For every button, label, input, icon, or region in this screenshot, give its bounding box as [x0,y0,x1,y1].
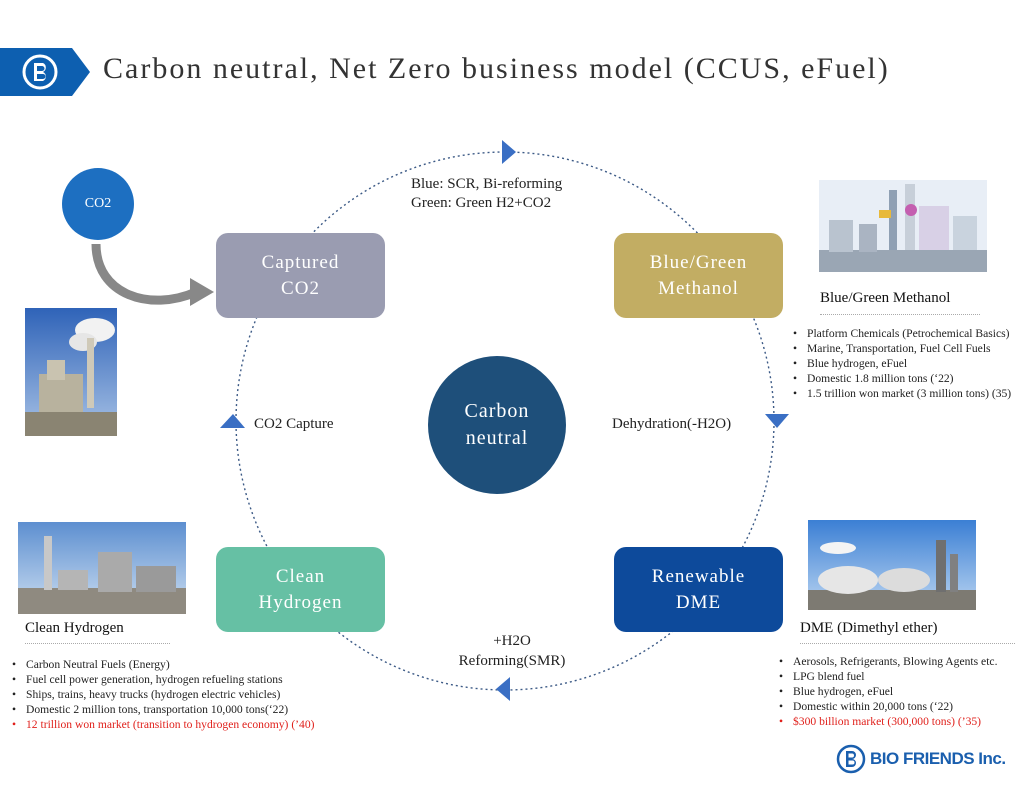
methanol-plant-photo [819,180,987,272]
top-process-label: Blue: SCR, Bi-reforming Green: Green H2+… [411,175,562,213]
bottom-process-line2: Reforming(SMR) [458,653,566,669]
methanol-box-line1: Blue/Green [649,251,748,273]
hydrogen-box-line1: Clean [275,565,326,587]
list-item: Platform Chemicals (Petrochemical Basics… [793,326,1021,341]
list-item: 1.5 trillion won market (3 million tons)… [793,386,1021,401]
captured-box-line1: Captured [261,251,340,273]
factory-photo [25,308,117,436]
list-item-highlight: $300 billion market (300,000 tons) (’35) [779,714,1019,729]
arrow-top [502,140,516,164]
methanol-panel-list: Platform Chemicals (Petrochemical Basics… [793,326,1021,401]
company-logo-tab [0,48,90,96]
capture-curve-arrow [91,243,198,305]
list-item: Marine, Transportation, Fuel Cell Fuels [793,341,1021,356]
brand-footer: BIO FRIENDS Inc. [836,744,1006,774]
methanol-panel-rule [820,314,980,315]
list-item: LPG blend fuel [779,669,1019,684]
dme-panel-heading: DME (Dimethyl ether) [800,620,938,636]
list-item: Domestic 2 million tons, transportation … [12,702,392,717]
center-line2: neutral [465,427,529,449]
hydrogen-panel-heading: Clean Hydrogen [25,620,124,636]
page-title: Carbon neutral, Net Zero business model … [103,52,890,85]
list-item-highlight: 12 trillion won market (transition to hy… [12,717,392,732]
carbon-neutral-center: Carbon neutral [428,356,566,494]
brand-name: BIO FRIENDS Inc. [870,749,1006,768]
dme-panel-list: Aerosols, Refrigerants, Blowing Agents e… [779,654,1019,729]
arrow-bottom [496,677,510,701]
bottom-process-label: +H2O Reforming(SMR) [444,631,580,671]
hydrogen-panel-list: Carbon Neutral Fuels (Energy) Fuel cell … [12,657,392,732]
bottom-process-line1: +H2O [493,633,531,649]
top-process-line1: Blue: SCR, Bi-reforming [411,176,563,192]
list-item: Blue hydrogen, eFuel [793,356,1021,371]
methanol-panel-heading: Blue/Green Methanol [820,290,951,306]
dme-plant-photo [808,520,976,610]
dme-box-line1: Renewable [651,565,746,587]
list-item: Carbon Neutral Fuels (Energy) [12,657,392,672]
top-process-line2: Green: Green H2+CO2 [411,195,552,211]
list-item: Domestic within 20,000 tons (‘22) [779,699,1019,714]
captured-box-line2: CO2 [281,277,320,299]
left-process-label: CO2 Capture [254,416,334,432]
brand-logo-icon [836,744,866,774]
list-item: Ships, trains, heavy trucks (hydrogen el… [12,687,392,702]
hydrogen-box-line2: Hydrogen [258,591,343,613]
hydrogen-plant-photo [18,522,186,614]
list-item: Aerosols, Refrigerants, Blowing Agents e… [779,654,1019,669]
co2-bubble: CO2 [62,168,134,240]
center-line1: Carbon [464,400,530,422]
arrow-left [220,414,245,428]
list-item: Fuel cell power generation, hydrogen ref… [12,672,392,687]
dme-panel-rule [800,643,1015,644]
co2-bubble-label: CO2 [84,196,112,211]
methanol-box-line2: Methanol [658,277,739,299]
right-process-label: Dehydration(-H2O) [612,416,732,432]
dme-box-line2: DME [675,591,722,613]
hydrogen-panel-rule [25,643,170,644]
list-item: Domestic 1.8 million tons (‘22) [793,371,1021,386]
arrow-right [765,414,789,428]
list-item: Blue hydrogen, eFuel [779,684,1019,699]
